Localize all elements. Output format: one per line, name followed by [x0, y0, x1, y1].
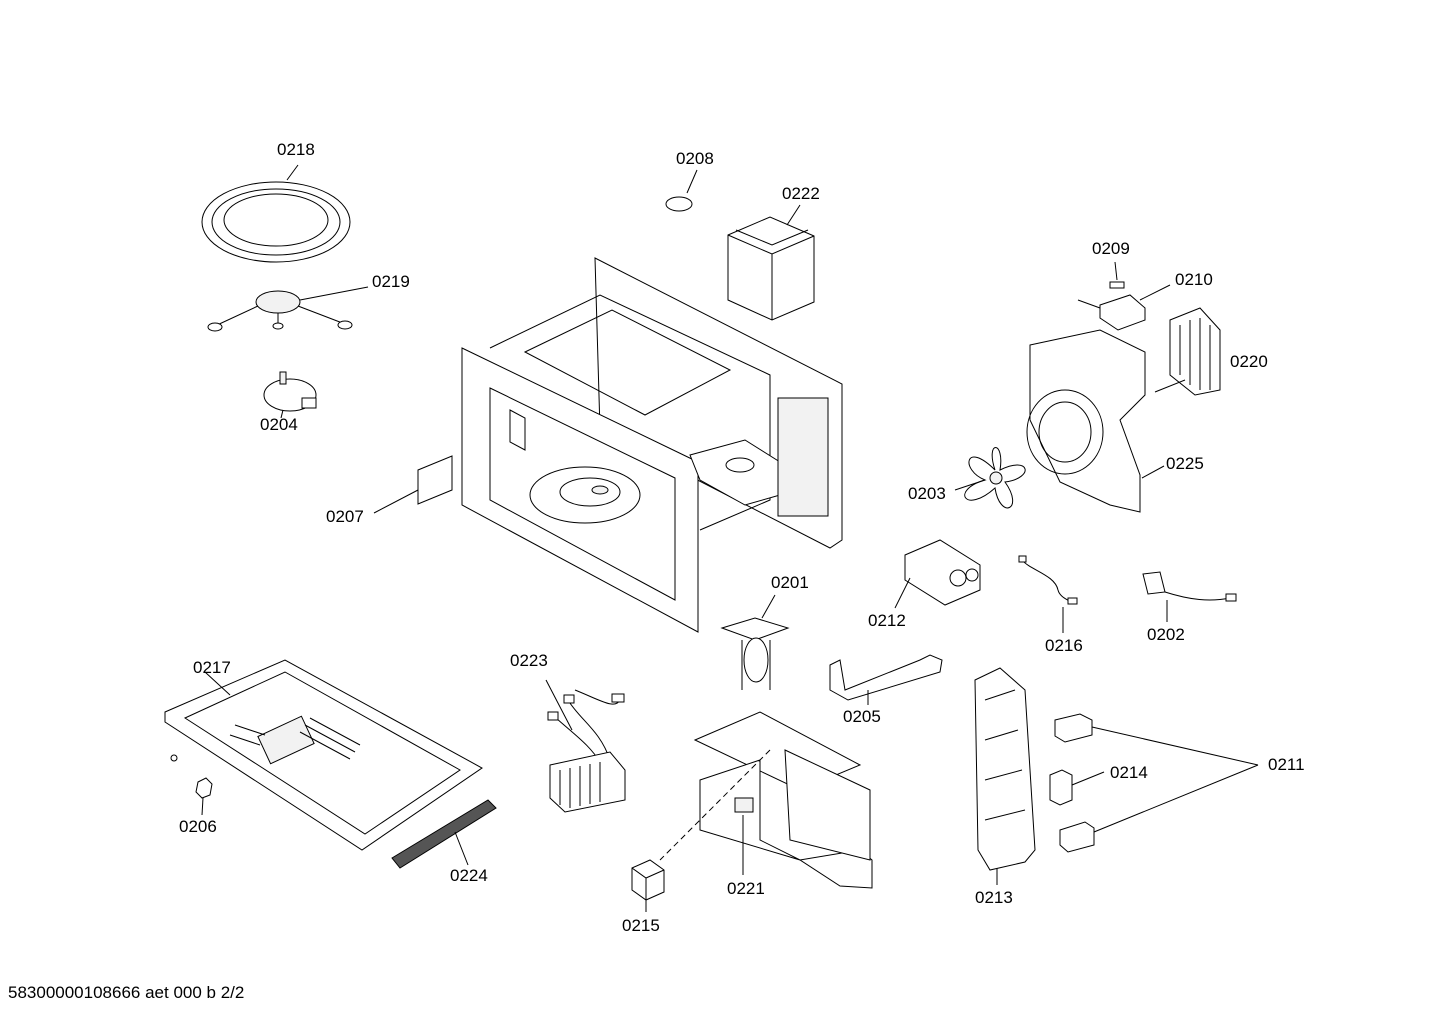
callout-0216: 0216 [1045, 636, 1083, 655]
sensor-lead-drawing [1142, 571, 1237, 622]
fan-motor-drawing [1154, 307, 1221, 396]
callout-0208: 0208 [676, 149, 714, 168]
rail-strip-drawing [391, 799, 497, 869]
base-plate-drawing [164, 659, 483, 851]
bracket-drawing [829, 654, 943, 705]
callout-0212: 0212 [868, 611, 906, 630]
fan-housing-drawing [1026, 329, 1165, 513]
callout-0209: 0209 [1092, 239, 1130, 258]
callout-0201: 0201 [771, 573, 809, 592]
callout-0213: 0213 [975, 888, 1013, 907]
callout-0215: 0215 [622, 916, 660, 935]
turntable-motor-drawing [263, 371, 317, 419]
document-footer: 58300000108666 aet 000 b 2/2 [8, 983, 245, 1002]
wire-lead-drawing [1018, 555, 1078, 633]
fuse-drawing [1109, 261, 1125, 289]
callout-0202: 0202 [1147, 625, 1185, 644]
capacitor-drawing [894, 539, 981, 609]
oven-cavity-drawing [461, 257, 843, 633]
magnetron-drawing [727, 204, 815, 321]
turntable-tray-drawing [201, 164, 351, 263]
callout-0203: 0203 [908, 484, 946, 503]
callout-0223: 0223 [510, 651, 548, 670]
thermostat-drawing [665, 169, 698, 212]
callout-0207: 0207 [326, 507, 364, 526]
callout-0210: 0210 [1175, 270, 1213, 289]
feet-drawing [170, 754, 213, 816]
callout-0218: 0218 [277, 140, 315, 159]
callout-0221: 0221 [727, 879, 765, 898]
callout-0225: 0225 [1166, 454, 1204, 473]
duct-plate-drawing [659, 711, 873, 889]
callout-0211: 0211 [1268, 755, 1305, 774]
micro-switches-drawing [1049, 713, 1259, 853]
callout-0204: 0204 [260, 415, 298, 434]
callout-0224: 0224 [450, 866, 488, 885]
fan-blade-drawing [954, 447, 1026, 509]
callout-0205: 0205 [843, 707, 881, 726]
waveguide-cover-drawing [373, 455, 453, 514]
callout-0214: 0214 [1110, 763, 1148, 782]
lamp-drawing [720, 594, 790, 690]
switch-holder-drawing [974, 667, 1036, 885]
fuse-holder-drawing [1077, 284, 1171, 331]
wiring-harness-drawing [545, 679, 626, 813]
callout-0222: 0222 [782, 184, 820, 203]
callout-0217: 0217 [193, 658, 231, 677]
callout-0220: 0220 [1230, 352, 1268, 371]
lamp-cover-drawing [631, 859, 665, 912]
callout-0219: 0219 [372, 272, 410, 291]
callout-0206: 0206 [179, 817, 217, 836]
roller-support-drawing [207, 286, 369, 332]
